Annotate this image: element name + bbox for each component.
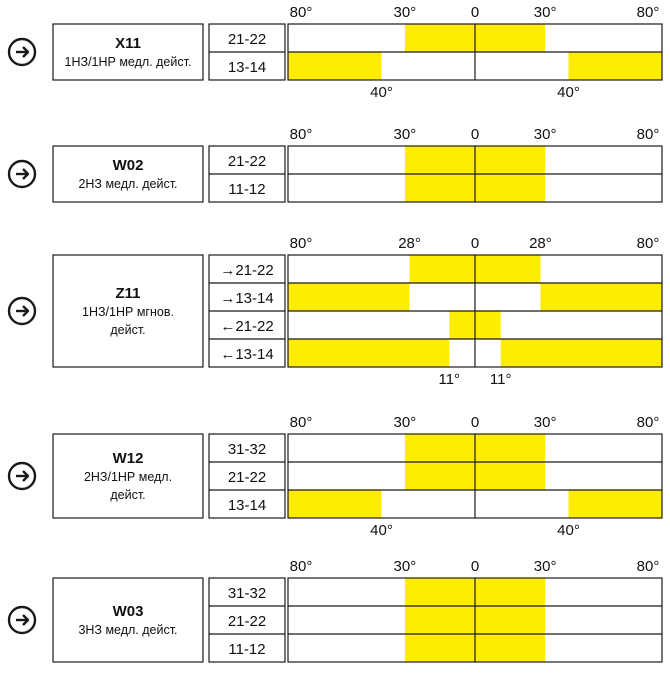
scale-label: 30° xyxy=(394,558,417,575)
contact-label: →13-14 xyxy=(220,290,273,307)
arrow-right-circle-icon xyxy=(7,461,37,491)
switch-type-box xyxy=(52,23,204,81)
block-z11: Z11 1НЗ/1НР мгнов. дейст. →21-22 →13-14 ←21-2… xyxy=(7,235,663,388)
contact-column xyxy=(208,577,286,663)
scale-label: 0 xyxy=(471,558,479,575)
scale-label: 80° xyxy=(290,235,313,252)
contact-label: 13-14 xyxy=(228,497,266,514)
scale-label: 30° xyxy=(534,4,557,21)
scale-label: 80° xyxy=(637,558,660,575)
threshold-label: 11° xyxy=(438,371,460,388)
threshold-label: 40° xyxy=(370,522,393,539)
contact-closed-segment xyxy=(568,52,662,80)
block-w12: W12 2НЗ/1НР медл. дейст. 31-32 21-22 13-14 80°… xyxy=(7,414,663,539)
scale-label: 0 xyxy=(471,414,479,431)
contact-closed-segment xyxy=(500,339,662,367)
switch-type-box xyxy=(52,254,204,368)
contact-label: →21-22 xyxy=(220,262,273,279)
scale-label: 30° xyxy=(394,4,417,21)
contact-label: ←21-22 xyxy=(220,318,273,335)
switch-description: 1НЗ/1НР медл. дейст. xyxy=(65,55,192,69)
contact-label: 11-12 xyxy=(228,641,265,658)
scale-label: 80° xyxy=(637,4,660,21)
switch-description: 2НЗ медл. дейст. xyxy=(78,177,177,191)
contact-closed-segment xyxy=(288,490,382,518)
contact-closed-segment xyxy=(568,490,662,518)
contact-closed-segment xyxy=(288,52,382,80)
switch-description: 3НЗ медл. дейст. xyxy=(78,623,177,637)
scale-label: 80° xyxy=(637,414,660,431)
contact-label: 11-12 xyxy=(228,181,265,198)
scale-label: 80° xyxy=(290,414,313,431)
block-w03: W03 3НЗ медл. дейст. 31-32 21-22 11-12 80° 30°… xyxy=(7,558,663,663)
switch-code: W03 xyxy=(113,603,144,620)
scale-label: 30° xyxy=(394,126,417,143)
contact-label: 31-32 xyxy=(228,441,266,458)
threshold-label: 40° xyxy=(370,84,393,101)
switch-description: 1НЗ/1НР мгнов. xyxy=(82,305,174,319)
block-w02: W02 2НЗ медл. дейст. 21-22 11-12 80° 30° 0 30° 8… xyxy=(7,126,663,203)
scale-label: 30° xyxy=(534,126,557,143)
threshold-label: 11° xyxy=(490,371,512,388)
contact-closed-segment xyxy=(288,339,450,367)
scale-label: 30° xyxy=(394,414,417,431)
contact-label: 21-22 xyxy=(228,469,266,486)
threshold-label: 40° xyxy=(557,522,580,539)
threshold-label: 40° xyxy=(557,84,580,101)
scale-label: 80° xyxy=(290,126,313,143)
switch-description: 2НЗ/1НР медл. xyxy=(84,470,172,484)
contact-label: 13-14 xyxy=(228,59,266,76)
scale-label: 30° xyxy=(534,558,557,575)
scale-label: 0 xyxy=(471,4,479,21)
arrow-right-circle-icon xyxy=(7,605,37,635)
contact-label: 21-22 xyxy=(228,613,266,630)
contact-closed-segment xyxy=(540,283,662,311)
scale-label: 0 xyxy=(471,235,479,252)
arrow-right-circle-icon xyxy=(7,159,37,189)
switch-type-box xyxy=(52,433,204,519)
scale-label: 80° xyxy=(637,235,660,252)
switch-code: X11 xyxy=(115,35,141,52)
switch-description: дейст. xyxy=(110,488,145,502)
contact-label: 31-32 xyxy=(228,585,266,602)
contact-label: 21-22 xyxy=(228,153,266,170)
switch-code: W02 xyxy=(113,157,144,174)
scale-label: 80° xyxy=(290,558,313,575)
contact-label: 21-22 xyxy=(228,31,266,48)
scale-label: 30° xyxy=(534,414,557,431)
switch-type-box xyxy=(52,577,204,663)
scale-label: 28° xyxy=(529,235,552,252)
contact-column xyxy=(208,433,286,519)
switch-description: дейст. xyxy=(110,323,145,337)
scale-label: 0 xyxy=(471,126,479,143)
switch-code: W12 xyxy=(113,450,144,467)
block-x11: X11 1НЗ/1НР медл. дейст. 21-22 13-14 80° 30° 0… xyxy=(7,4,663,101)
switch-code: Z11 xyxy=(115,285,140,302)
scale-label: 28° xyxy=(398,235,421,252)
scale-label: 80° xyxy=(637,126,660,143)
switch-type-box xyxy=(52,145,204,203)
arrow-right-circle-icon xyxy=(7,37,37,67)
contact-closed-segment xyxy=(288,283,410,311)
contact-label: ←13-14 xyxy=(220,346,273,363)
scale-label: 80° xyxy=(290,4,313,21)
arrow-right-circle-icon xyxy=(7,296,37,326)
